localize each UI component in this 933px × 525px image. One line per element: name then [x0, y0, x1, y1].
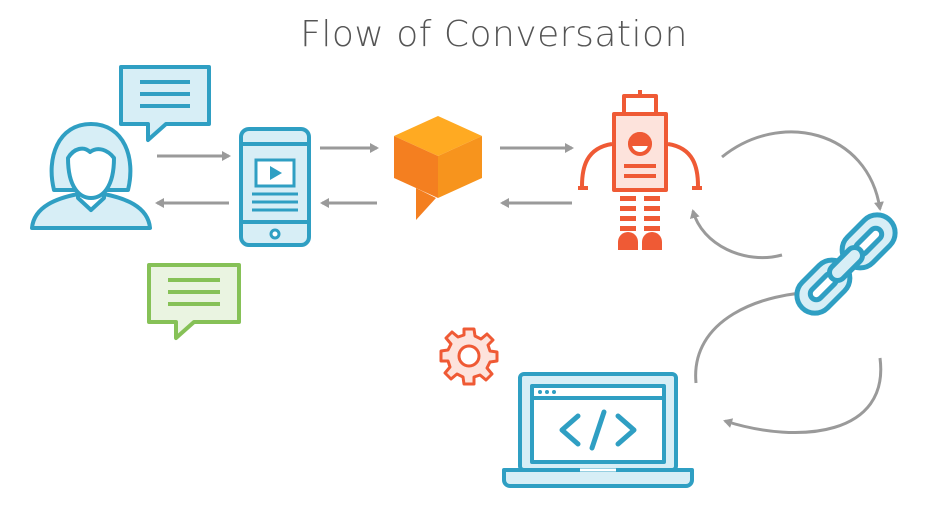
- chain-link-icon: [794, 212, 898, 316]
- arrow-robot-to-chain: [721, 130, 884, 211]
- arrow-chain-to-robot: [689, 209, 783, 260]
- user-icon: [30, 122, 152, 230]
- gear-icon: [439, 327, 499, 386]
- robot-icon: [578, 90, 702, 250]
- dialog-agent-icon: [394, 116, 482, 220]
- page-title: Flow of Conversation: [300, 14, 688, 55]
- arrow-chain-to-laptop: [723, 357, 883, 435]
- laptop-code-icon: [502, 372, 694, 488]
- incoming-chat-bubble-icon: [119, 65, 211, 142]
- mobile-phone-icon: [239, 127, 311, 247]
- outgoing-chat-bubble-icon: [147, 263, 241, 340]
